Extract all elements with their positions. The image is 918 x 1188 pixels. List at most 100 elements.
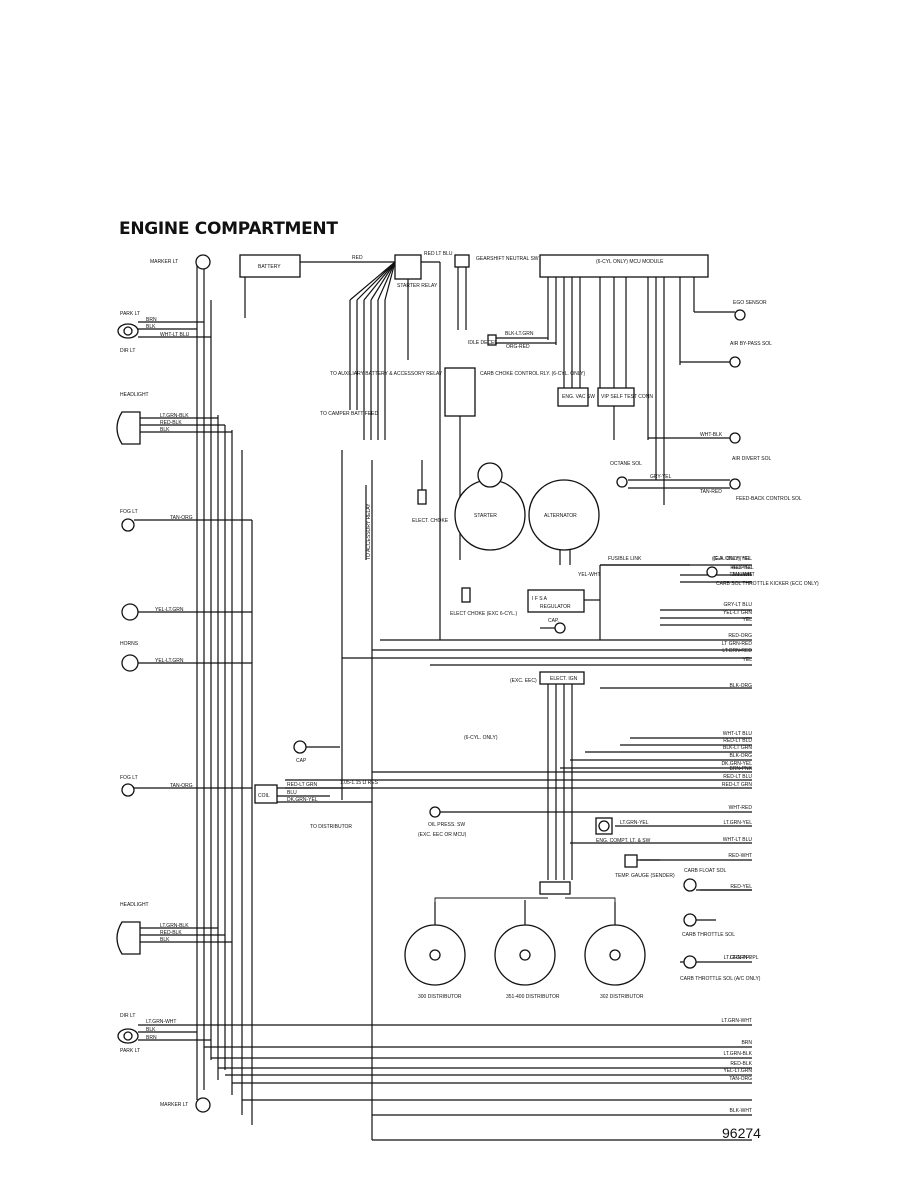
headlight-bottom: HEADLIGHT LT.GRN-BLK RED-BLK BLK — [116, 902, 232, 955]
left-harness-trunks — [196, 265, 373, 1140]
svg-text:TO CAMPER BATT FEED: TO CAMPER BATT FEED — [320, 411, 378, 417]
feedback-control-sol: FEED-BACK CONTROL SOL — [729, 478, 802, 502]
wire-color-label: BRN-PNK — [729, 766, 752, 772]
eng-compt-light-switch: ENG. COMPT. LT. & SW LT.GRN-YEL — [595, 817, 651, 844]
fog-lt-top: FOG LT TAN-ORG — [120, 509, 252, 532]
park-lt-top: PARK LT DIR LT BRN BLK WHT-LT BLU — [117, 311, 211, 354]
ego-sensor: EGO SENSOR — [733, 300, 767, 321]
svg-text:HEADLIGHT: HEADLIGHT — [120, 392, 149, 398]
distributor-300: 300 DISTRIBUTOR — [404, 902, 466, 1000]
wire-color-label: DK.GRN-YEL — [721, 761, 752, 767]
svg-text:DIR LT: DIR LT — [120, 348, 135, 354]
ignition-coil: COIL RED-LT GRN BLU DK.GRN-YEL TO DISTRI… — [254, 780, 379, 830]
wire-color-label: BLK-ORG — [729, 753, 752, 759]
svg-text:YEL-LT.GRN: YEL-LT.GRN — [155, 658, 184, 664]
svg-text:CARB FLOAT SOL: CARB FLOAT SOL — [684, 868, 727, 874]
svg-text:TO DISTRIBUTOR: TO DISTRIBUTOR — [310, 824, 352, 830]
svg-text:YEL-WHT: YEL-WHT — [578, 572, 601, 578]
svg-text:CARB SOL THROTTLE KICKER (ECC: CARB SOL THROTTLE KICKER (ECC ONLY) — [716, 581, 819, 587]
svg-text:(G.A. ONLY) YEL: (G.A. ONLY) YEL — [712, 556, 751, 562]
svg-text:TAN-RED: TAN-RED — [700, 489, 722, 495]
carb-choke-relay: CARB CHOKE CONTROL RLY. (6-CYL. ONLY) — [444, 367, 585, 560]
oil-press-switch: OIL PRESS. SW (EXC. EEC OR MCU) — [418, 806, 467, 838]
svg-text:PARK LT: PARK LT — [120, 1048, 140, 1054]
wire-color-label: BLK-WHT — [730, 1108, 753, 1114]
wire-color-label: WHT-RED — [729, 805, 753, 811]
svg-text:WHT-BLK: WHT-BLK — [700, 432, 723, 438]
svg-text:RED-BLK: RED-BLK — [160, 930, 182, 936]
starter-motor: STARTER — [454, 462, 526, 551]
svg-text:LT.GRN-BLK: LT.GRN-BLK — [160, 413, 189, 419]
starter-relay: STARTER RELAY RED LT BLU — [394, 251, 453, 640]
wire-color-label: RED-ORG — [728, 633, 752, 639]
wire-color-label: (G.A. ONLY) YEL — [713, 556, 752, 562]
wire-color-label: TAN-ORG — [729, 1076, 752, 1082]
svg-text:BLK: BLK — [146, 1027, 156, 1033]
svg-text:MARKER LT: MARKER LT — [160, 1102, 188, 1108]
svg-text:LT.GRN-BLK: LT.GRN-BLK — [160, 923, 189, 929]
svg-text:BLK: BLK — [160, 937, 170, 943]
eng-vac-switch: ENG. VAC SW — [557, 387, 595, 407]
svg-text:(EXC. EEC OR MCU): (EXC. EEC OR MCU) — [418, 832, 467, 838]
svg-text:CAP.: CAP. — [548, 618, 559, 624]
svg-text:OIL PRESS. SW: OIL PRESS. SW — [428, 822, 465, 828]
wire-color-label: RED-WHT — [728, 853, 752, 859]
capacitor: CAP — [293, 740, 340, 764]
svg-text:RED-BLK: RED-BLK — [160, 420, 182, 426]
svg-text:BLU: BLU — [287, 790, 297, 796]
wire-color-label: BRN — [741, 1040, 752, 1046]
wire-color-label: YEL — [743, 617, 753, 623]
park-lt-bottom: DIR LT PARK LT LT.GRN-WHT BLK BRN — [117, 1013, 211, 1054]
octane-sol: OCTANE SOL GRY-YEL TAN-RED — [610, 461, 730, 495]
regulator: I F S A REGULATOR YEL-WHT — [527, 565, 601, 640]
svg-text:DK.GRN-YEL: DK.GRN-YEL — [287, 797, 318, 803]
svg-text:IDLE DECEL: IDLE DECEL — [468, 340, 497, 346]
svg-text:FUSIBLE LINK: FUSIBLE LINK — [608, 556, 642, 562]
wire-color-label: RED-YEL — [730, 565, 752, 571]
wire-color-label: RED-BLK — [730, 1061, 752, 1067]
marker-lt-top-label: MARKER LT — [150, 259, 178, 265]
middle-bus-wires — [204, 564, 752, 1026]
wire-color-label: LT.GRN-BLK — [723, 1051, 752, 1057]
svg-text:FOG LT: FOG LT — [120, 509, 138, 515]
svg-text:DIR LT: DIR LT — [120, 1013, 135, 1019]
wire-color-label: RED-LT BLU — [723, 738, 752, 744]
svg-text:ENG. COMPT. LT. & SW: ENG. COMPT. LT. & SW — [596, 838, 651, 844]
svg-text:TAN-ORG: TAN-ORG — [170, 515, 193, 521]
wire-color-label: LT GRN-RED — [722, 641, 752, 647]
wire-color-label: RED-LT GRN — [722, 782, 752, 788]
to-accessory-relay: TO ACCESSORY RELAY — [365, 485, 372, 560]
svg-text:RED-LT GRN: RED-LT GRN — [287, 782, 317, 788]
wire-color-label: YEL-LT GRN — [723, 610, 752, 616]
svg-text:BLK-LT.GRN: BLK-LT.GRN — [505, 331, 534, 337]
svg-text:ENG. VAC SW: ENG. VAC SW — [562, 394, 595, 400]
wire-color-label: RED-YEL — [730, 884, 752, 890]
svg-text:BLK: BLK — [146, 324, 156, 330]
carb-throttle-sol: CARB THROTTLE SOL — [682, 913, 735, 938]
svg-text:COIL: COIL — [258, 793, 270, 799]
svg-text:WHT-LT BLU: WHT-LT BLU — [160, 332, 190, 338]
svg-text:ELECT CHOKE (EXC 6-CYL.): ELECT CHOKE (EXC 6-CYL.) — [450, 611, 517, 617]
starter-relay-label: STARTER RELAY — [397, 283, 438, 289]
wire-color-label: LT.GRN-WHT — [722, 1018, 752, 1024]
svg-text:OCTANE SOL: OCTANE SOL — [610, 461, 642, 467]
svg-text:RED-YEL: RED-YEL — [732, 565, 754, 571]
svg-text:LT.GRN-WHT: LT.GRN-WHT — [146, 1019, 176, 1025]
distributor-connector — [434, 881, 616, 902]
svg-text:ELECT. IGN: ELECT. IGN — [550, 676, 578, 682]
vip-self-test-connector: VIP SELF TEST CONN — [597, 387, 653, 440]
gearshift-switch: GEARSHIFT NEUTRAL SW — [454, 254, 539, 330]
svg-text:STARTER: STARTER — [474, 513, 497, 519]
air-divert-sol: AIR DIVERT SOL WHT-BLK — [648, 432, 771, 462]
wire-color-label: RED-LT BLU — [723, 774, 752, 780]
wire-color-label: BLK-LT GRN — [723, 745, 752, 751]
carb-throttle-sol-ac: CARB THROTTLE SOL (A/C ONLY) LT.GRN-PPL — [680, 955, 761, 982]
svg-text:RED: RED — [352, 255, 363, 261]
figure-number: 96274 — [722, 1125, 761, 1141]
elect-choke: ELECT. CHOKE — [412, 460, 449, 524]
svg-text:300 DISTRIBUTOR: 300 DISTRIBUTOR — [418, 994, 462, 1000]
wire-color-label: WHT-LT BLU — [723, 837, 753, 843]
idle-decel: IDLE DECEL BLK-LT.GRN ORG-RED — [468, 331, 556, 350]
